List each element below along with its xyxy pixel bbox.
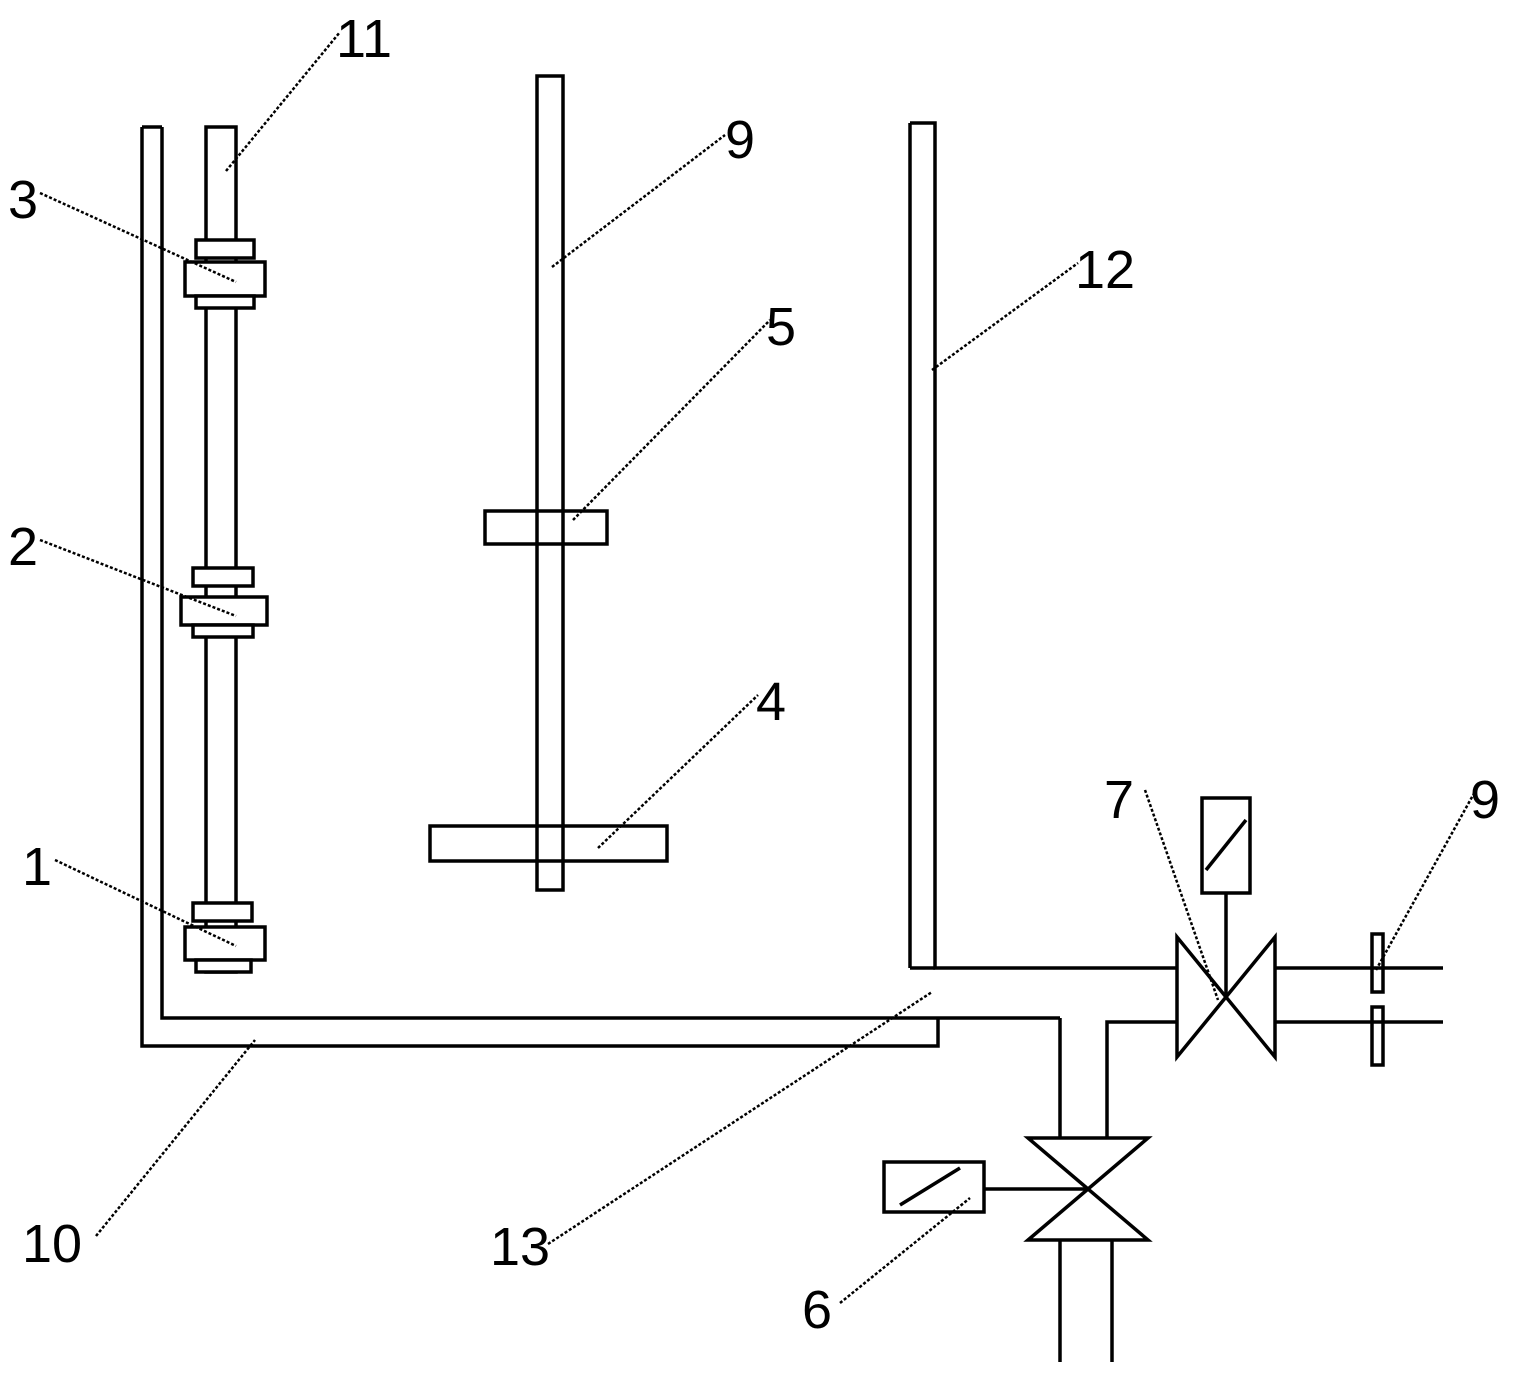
tank-left-wall-inner [160,127,1060,1020]
impeller-4 [428,824,669,863]
valve-7 [1175,796,1277,1062]
label-11: 11 [336,9,392,69]
flange-bottom [1370,1005,1385,1067]
label-4: 4 [756,672,786,732]
leader-3 [39,191,237,284]
leader-lines [39,31,1479,1304]
agitator-shaft [535,74,565,892]
leader-2 [39,538,237,618]
label-3: 3 [8,170,38,230]
label-9-shaft: 9 [725,110,755,170]
label-7: 7 [1104,770,1134,830]
leader-13 [547,990,933,1246]
leader-11 [225,31,341,172]
outlet-pipe-right [1105,1020,1177,1138]
leader-6 [839,1197,971,1304]
flange-top [1370,932,1385,994]
leader-5 [572,319,771,521]
sensor-1 [183,901,267,974]
leader-12 [931,261,1079,372]
leader-9-shaft [551,134,726,268]
sensor-2 [179,566,269,639]
sensor-3 [183,238,267,310]
label-5: 5 [766,297,796,357]
leader-4 [597,694,759,849]
leader-7 [1143,789,1220,1001]
leader-9-right [1374,787,1479,971]
label-10: 10 [22,1214,82,1274]
impeller-5 [483,509,609,546]
label-1: 1 [22,837,52,897]
label-2: 2 [8,517,38,577]
valve-6 [882,1136,1153,1242]
tank-right-wall [910,121,1177,970]
label-12: 12 [1075,240,1135,300]
number-labels: 11 3 2 1 9 5 4 12 7 9 10 13 6 [8,9,1500,1340]
label-9-right: 9 [1470,770,1500,830]
label-6: 6 [802,1280,832,1340]
leader-10 [95,1039,256,1237]
tank-left-wall-outer [140,127,940,1048]
leader-1 [54,858,237,948]
label-13: 13 [490,1217,550,1277]
